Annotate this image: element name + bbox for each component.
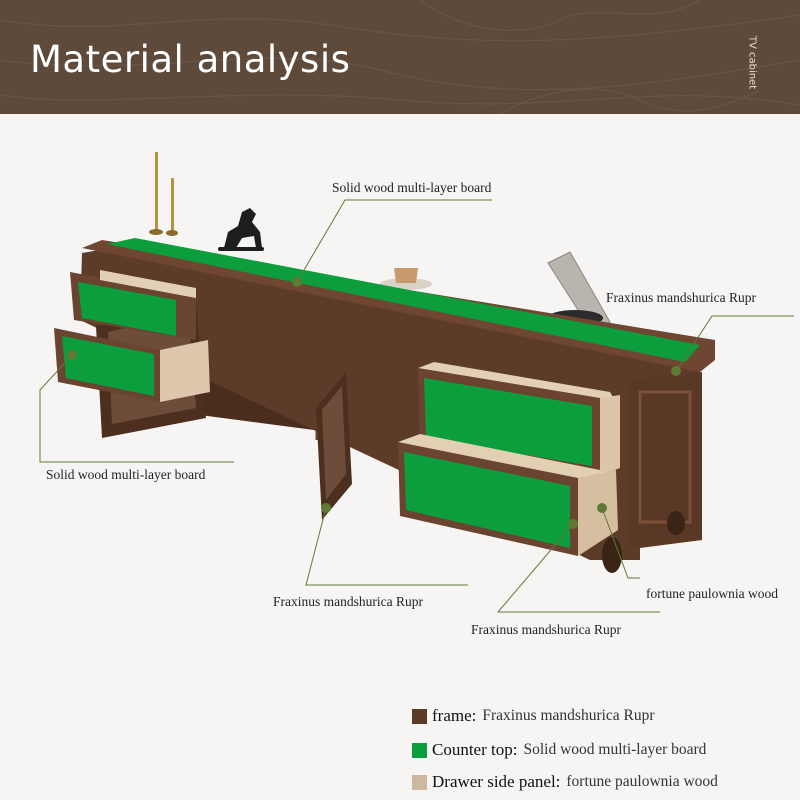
page-title: Material analysis — [30, 38, 351, 81]
header-banner: Material analysis TV cabinet — [0, 0, 800, 114]
legend-row-drawer-side: Drawer side panel: fortune paulownia woo… — [412, 772, 718, 792]
right-bottom-drawer-front — [404, 452, 570, 548]
counter-top-swatch — [412, 742, 427, 758]
legend-key: Counter top: — [432, 740, 518, 759]
legend-key: frame: — [432, 706, 477, 725]
drawer-side-swatch — [412, 774, 427, 790]
legend-value: fortune paulownia wood — [566, 773, 718, 790]
left-bottom-drawer-front — [62, 336, 154, 396]
frame-swatch — [412, 708, 427, 724]
legend-row-frame: frame: Fraxinus mandshurica Rupr — [412, 706, 655, 726]
callout-paulownia-label: fortune paulownia wood — [646, 586, 778, 601]
callout-right-upper-label: Fraxinus mandshurica Rupr — [606, 290, 756, 305]
callout-top-label: Solid wood multi-layer board — [332, 180, 492, 195]
legend-row-counter-top: Counter top: Solid wood multi-layer boar… — [412, 740, 706, 760]
callout-bottom-right-label: Fraxinus mandshurica Rupr — [471, 622, 621, 637]
counter-top-highlight — [107, 238, 700, 362]
tv-cabinet-illustration — [39, 152, 794, 613]
wood-grain-pattern — [0, 0, 800, 114]
left-top-drawer-front — [78, 282, 176, 336]
callout-lines — [39, 199, 794, 613]
callout-bottom-center-label: Fraxinus mandshurica Rupr — [273, 594, 423, 609]
horse-figurine — [218, 208, 264, 251]
banner-side-text: TV cabinet — [746, 35, 758, 90]
legend-value: Solid wood multi-layer board — [523, 741, 707, 758]
callout-left-label: Solid wood multi-layer board — [46, 467, 206, 482]
callout-dots — [67, 277, 681, 529]
legend-key: Drawer side panel: — [432, 772, 561, 791]
drawer-side-panel — [578, 470, 618, 556]
legend-value: Fraxinus mandshurica Rupr — [482, 707, 655, 724]
candlestick-decor — [149, 152, 178, 236]
